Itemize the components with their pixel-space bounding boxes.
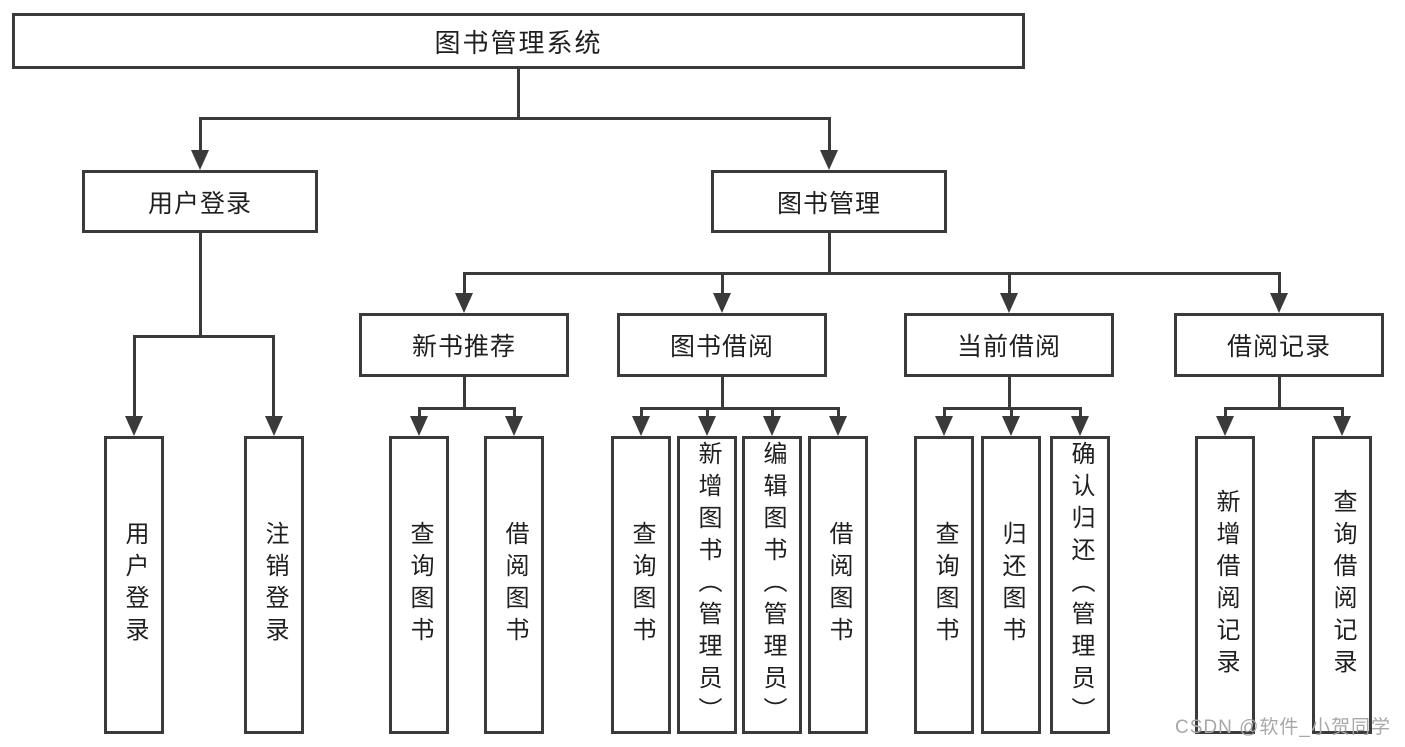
arrowhead-icon xyxy=(265,416,283,436)
node-label: 图书管理系统 xyxy=(434,27,603,58)
leaf-add-borrow-record: 新增借阅记录 xyxy=(1195,436,1255,734)
node-label: 查询借阅记录 xyxy=(1329,489,1356,681)
connector-line xyxy=(418,407,421,420)
node-label: 图书管理 xyxy=(776,189,881,218)
leaf-borrow-books: 借阅图书 xyxy=(808,436,868,734)
leaf-borrow-books-recommend: 借阅图书 xyxy=(484,436,544,734)
connector-line xyxy=(1010,407,1013,420)
node-root-system: 图书管理系统 xyxy=(12,13,1025,69)
connector-line xyxy=(199,233,202,337)
node-borrowing-records: 借阅记录 xyxy=(1174,313,1384,377)
arrowhead-icon xyxy=(1333,416,1351,436)
connector-line xyxy=(272,335,275,419)
arrowhead-icon xyxy=(1071,416,1089,436)
connector-line xyxy=(463,272,1281,275)
node-label: 新书推荐 xyxy=(411,333,516,361)
connector-line xyxy=(463,272,466,296)
connector-line xyxy=(463,377,466,410)
node-label: 当前借阅 xyxy=(956,333,1061,361)
arrowhead-icon xyxy=(1000,293,1018,313)
node-label: 归还图书 xyxy=(998,521,1025,649)
node-label: 借阅图书 xyxy=(825,521,852,649)
connector-line xyxy=(1278,272,1281,296)
connector-line xyxy=(418,407,516,410)
arrowhead-icon xyxy=(713,293,731,313)
node-label: 查询图书 xyxy=(628,521,655,649)
arrowhead-icon xyxy=(632,416,650,436)
connector-line xyxy=(199,117,831,120)
leaf-query-borrow-record: 查询借阅记录 xyxy=(1312,436,1372,734)
connector-line xyxy=(1278,377,1281,410)
connector-line xyxy=(1224,407,1227,420)
node-label: 新增借阅记录 xyxy=(1212,489,1239,681)
connector-line xyxy=(199,117,202,155)
node-label: 用户登录 xyxy=(147,189,252,218)
node-new-book-recommendation: 新书推荐 xyxy=(359,313,569,377)
connector-line xyxy=(828,117,831,155)
arrowhead-icon xyxy=(763,416,781,436)
connector-line xyxy=(517,68,520,119)
csdn-watermark: CSDN @软件_小贺同学 xyxy=(1175,717,1391,738)
connector-line xyxy=(943,407,946,420)
connector-line xyxy=(1008,377,1011,410)
arrowhead-icon xyxy=(455,293,473,313)
node-label: 借阅记录 xyxy=(1226,333,1331,361)
node-label: 注销登录 xyxy=(261,521,288,649)
leaf-query-books-current: 查询图书 xyxy=(914,436,974,734)
arrowhead-icon xyxy=(125,416,143,436)
node-user-login: 用户登录 xyxy=(82,170,318,233)
node-label: 确认归还（管理员） xyxy=(1067,441,1094,729)
leaf-logout: 注销登录 xyxy=(244,436,304,734)
node-label: 查询图书 xyxy=(931,521,958,649)
connector-line xyxy=(828,233,831,274)
arrowhead-icon xyxy=(410,416,428,436)
node-label: 用户登录 xyxy=(121,521,148,649)
connector-line xyxy=(513,407,516,420)
connector-line xyxy=(1008,272,1011,296)
arrowhead-icon xyxy=(1270,293,1288,313)
leaf-return-books: 归还图书 xyxy=(981,436,1041,734)
leaf-add-books-admin: 新增图书（管理员） xyxy=(677,436,737,734)
connector-line xyxy=(837,407,840,420)
leaf-user-login: 用户登录 xyxy=(104,436,164,734)
connector-line xyxy=(771,407,774,420)
arrowhead-icon xyxy=(935,416,953,436)
connector-line xyxy=(1341,407,1344,420)
connector-line xyxy=(1224,407,1344,410)
node-label: 图书借阅 xyxy=(669,333,774,361)
leaf-query-books-recommend: 查询图书 xyxy=(389,436,449,734)
arrowhead-icon xyxy=(829,416,847,436)
node-label: 借阅图书 xyxy=(501,521,528,649)
leaf-confirm-return-admin: 确认归还（管理员） xyxy=(1050,436,1110,734)
leaf-edit-books-admin: 编辑图书（管理员） xyxy=(742,436,802,734)
connector-line xyxy=(133,335,275,338)
arrowhead-icon xyxy=(820,150,838,170)
node-label: 新增图书（管理员） xyxy=(694,441,721,729)
arrowhead-icon xyxy=(191,150,209,170)
node-book-borrowing: 图书借阅 xyxy=(617,313,827,377)
connector-line xyxy=(721,272,724,296)
connector-line xyxy=(640,407,643,420)
node-book-management: 图书管理 xyxy=(711,170,947,233)
node-current-borrowing: 当前借阅 xyxy=(904,313,1114,377)
arrowhead-icon xyxy=(1002,416,1020,436)
connector-line xyxy=(721,377,724,410)
node-label: 编辑图书（管理员） xyxy=(759,441,786,729)
node-label: 查询图书 xyxy=(406,521,433,649)
arrowhead-icon xyxy=(505,416,523,436)
leaf-query-books-borrow: 查询图书 xyxy=(611,436,671,734)
connector-line xyxy=(640,407,840,410)
arrowhead-icon xyxy=(698,416,716,436)
connector-line xyxy=(133,335,136,419)
connector-line xyxy=(1079,407,1082,420)
connector-line xyxy=(706,407,709,420)
arrowhead-icon xyxy=(1216,416,1234,436)
